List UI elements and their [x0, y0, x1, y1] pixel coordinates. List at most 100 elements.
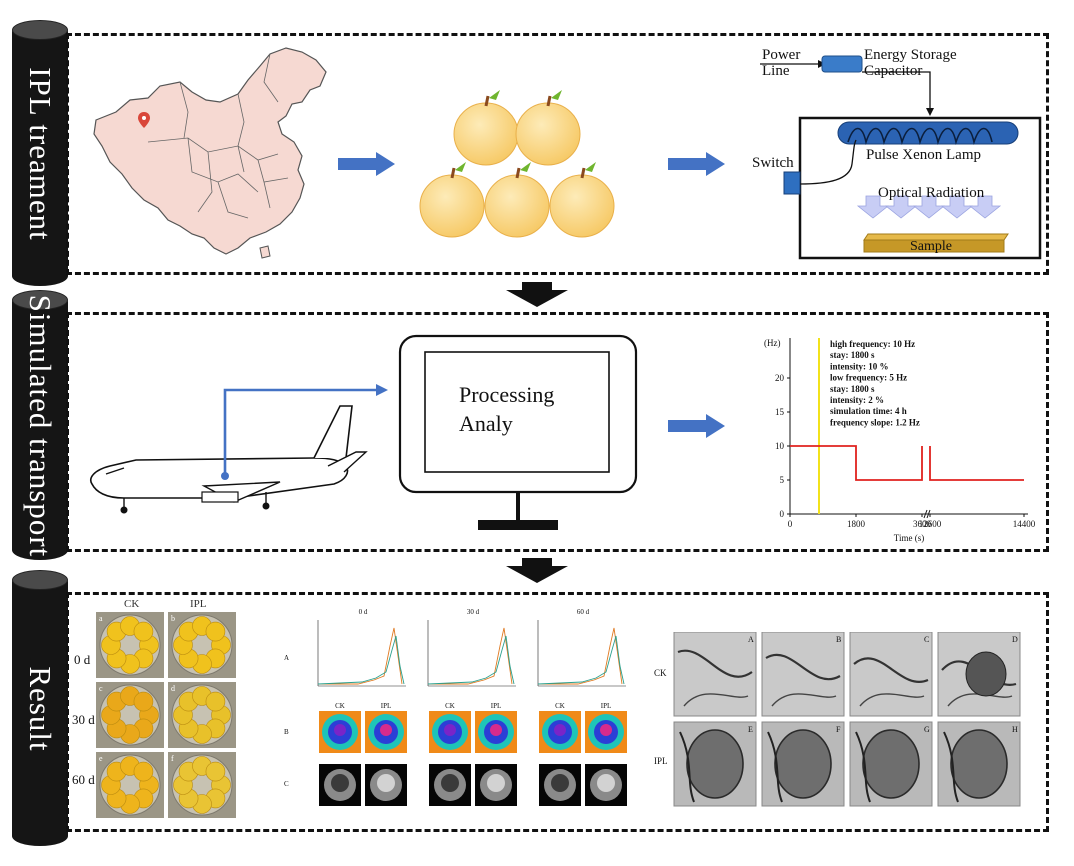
switch-label: Switch [752, 155, 794, 171]
nmr-day-label: 60 d [577, 608, 590, 616]
photo-letter: f [171, 754, 174, 763]
mri-fruit-core [597, 774, 615, 792]
y-tick-label: 15 [775, 407, 785, 417]
y-tick-label: 5 [780, 475, 785, 485]
power-line-label: Power Line [762, 47, 801, 79]
sample-label: Sample [910, 239, 952, 254]
cell-wall [853, 657, 929, 683]
radiation-label: Optical Radiation [878, 185, 985, 201]
photo-col-ipl: IPL [190, 598, 207, 610]
photo-letter: d [171, 684, 175, 693]
capacitor-label: Energy Storage Capacitor [864, 47, 957, 79]
cell-wall [765, 653, 841, 681]
x-tick-label: 1800 [847, 519, 866, 529]
cell-wall [767, 731, 783, 803]
fruit-photo: c [96, 682, 164, 748]
section-transport-cylinder: Simulated transport [12, 290, 68, 560]
cell-wall [859, 693, 925, 707]
result-panel [66, 592, 1049, 832]
fruit-photo-item [133, 761, 154, 782]
section-transport-label: Simulated transport [23, 294, 58, 558]
chart-annotation: simulation time: 4 h [830, 406, 907, 416]
y-tick-label: 10 [775, 441, 785, 451]
nmr-pair-label: CK [445, 702, 455, 710]
tem-letter: F [836, 725, 841, 734]
x-tick-label: 14400 [1013, 519, 1036, 529]
section-ipl-cylinder: IPL treament [12, 20, 68, 286]
tem-letter: B [836, 635, 841, 644]
cell-wall [677, 649, 753, 678]
plot-series [427, 635, 515, 685]
mri-fruit-core [487, 774, 505, 792]
ipl-panel [66, 33, 1049, 275]
axis-break [926, 509, 931, 519]
section-result-cylinder: Result [12, 570, 68, 846]
photo-row-0d: 0 d [74, 652, 91, 667]
fruit-photo-item [205, 761, 226, 782]
photo-row-60d: 60 d [72, 772, 95, 787]
down-arrow-1 [506, 282, 568, 307]
fruit-photo-item [133, 691, 154, 712]
organelle [862, 729, 920, 799]
cell-wall [771, 693, 837, 707]
fruit-icon [484, 162, 550, 238]
location-pin-icon [138, 112, 150, 128]
processing-line2: Analy [459, 411, 513, 436]
nmr-row-label: B [284, 728, 289, 736]
nmr-pair-label: IPL [491, 702, 502, 710]
plot-series [538, 627, 623, 685]
fruit-icon [549, 162, 615, 238]
chart-annotation: stay: 1800 s [830, 350, 875, 360]
nmr-core [380, 724, 392, 736]
x-tick-label: 3600 [913, 519, 932, 529]
nmr-day-label: 0 d [359, 608, 368, 616]
nmr-core [600, 724, 612, 736]
chart-annotation: low frequency: 5 Hz [830, 373, 907, 383]
fruit-photo-item [205, 691, 226, 712]
plot-series [318, 627, 403, 685]
nmr-row-label: A [284, 654, 289, 662]
tem-micrograph: B [761, 632, 845, 717]
photo-letter: e [99, 754, 103, 763]
y-tick-label: 0 [780, 509, 785, 519]
tem-row-label: IPL [654, 756, 668, 766]
nmr-core [444, 724, 456, 736]
right-arrow-1 [338, 152, 395, 176]
mri-fruit-core [331, 774, 349, 792]
organelle [774, 729, 832, 799]
y-axis-label: (Hz) [764, 338, 781, 348]
tem-micrograph: A [673, 632, 757, 717]
axis-break [923, 509, 928, 519]
tem-micrograph: C [849, 632, 933, 717]
fruit-photo-grid: CK IPL [96, 596, 238, 818]
tem-letter: A [748, 635, 754, 644]
photo-letter: b [171, 614, 175, 623]
ipl-device-diagram [760, 55, 1042, 260]
chart-annotation: frequency slope: 1.2 Hz [830, 417, 920, 427]
chart-annotation: intensity: 10 % [830, 361, 889, 371]
nmr-core [490, 724, 502, 736]
tem-letter: G [924, 725, 930, 734]
nmr-relaxation-plot [317, 620, 406, 687]
organelle [686, 729, 744, 799]
series-line [790, 445, 923, 481]
photo-letter: c [99, 684, 103, 693]
airplane-icon [90, 405, 368, 514]
chart-annotation: high frequency: 10 Hz [830, 339, 915, 349]
fruit-photo: f [168, 752, 236, 818]
fruit-photo: e [96, 752, 164, 818]
nmr-day-label: 30 d [467, 608, 480, 616]
fruit-photo-item [205, 621, 226, 642]
tem-micrograph: E [673, 721, 757, 807]
nmr-relaxation-plot [427, 620, 516, 687]
plot-series [428, 627, 513, 685]
section-ipl-label: IPL treament [23, 67, 58, 241]
mri-fruit-core [441, 774, 459, 792]
photo-letter: a [99, 614, 103, 623]
nmr-pair-label: IPL [381, 702, 392, 710]
transport-panel [66, 312, 1049, 552]
photo-row-30d: 30 d [72, 712, 95, 727]
tem-letter: H [1012, 725, 1018, 734]
chart-annotation: intensity: 2 % [830, 395, 884, 405]
